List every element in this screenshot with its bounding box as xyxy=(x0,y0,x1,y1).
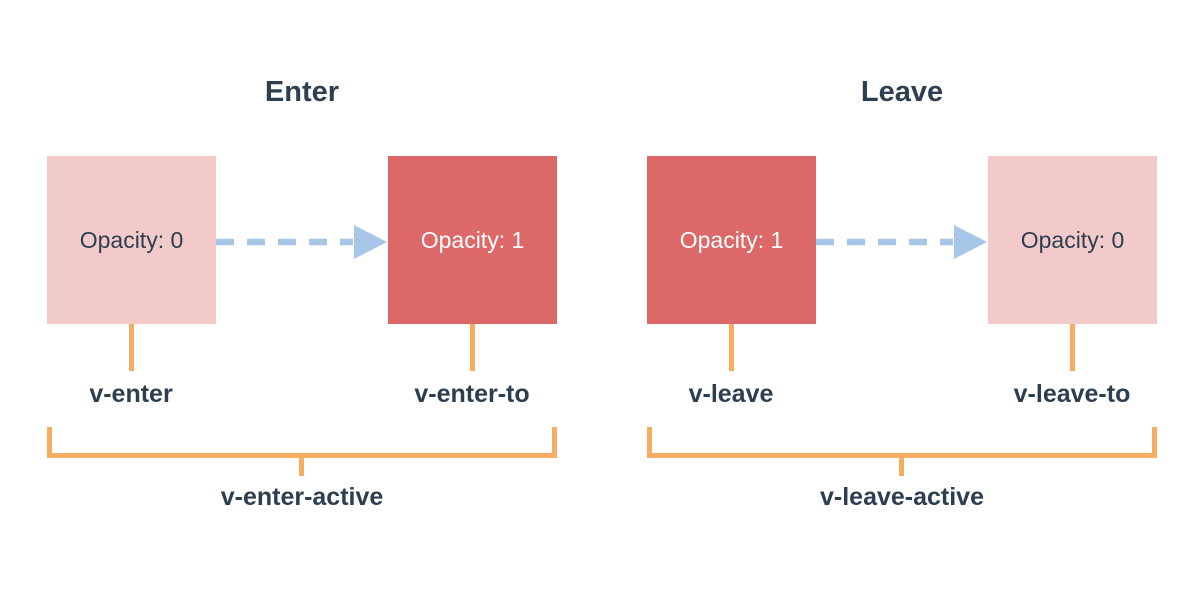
leave-end-connector-line xyxy=(1070,324,1075,371)
enter-end-opacity-label: Opacity: 1 xyxy=(420,226,525,253)
enter-start-state-box: Opacity: 0 xyxy=(47,156,216,324)
v-enter-active-class-label: v-enter-active xyxy=(220,483,384,511)
leave-phase-title: Leave xyxy=(860,76,944,108)
v-enter-class-label: v-enter xyxy=(89,380,173,408)
leave-start-state-box: Opacity: 1 xyxy=(647,156,816,324)
leave-end-opacity-label: Opacity: 0 xyxy=(1020,226,1125,253)
leave-end-state-box: Opacity: 0 xyxy=(988,156,1157,324)
enter-phase-title: Enter xyxy=(264,76,340,108)
enter-end-state-box: Opacity: 1 xyxy=(388,156,557,324)
v-leave-class-label: v-leave xyxy=(688,380,774,408)
enter-start-opacity-label: Opacity: 0 xyxy=(79,226,184,253)
leave-active-bracket-tick xyxy=(899,453,904,476)
dashed-right-arrow-icon xyxy=(816,225,987,259)
v-leave-active-class-label: v-leave-active xyxy=(819,483,985,511)
leave-phase-panel: Leave Opacity: 1 Opacity: 0 v-leave v-le… xyxy=(600,0,1200,600)
enter-phase-panel: Enter Opacity: 0 Opacity: 1 v-enter v-en… xyxy=(47,76,557,511)
dashed-right-arrow-icon xyxy=(216,225,387,259)
leave-start-connector-line xyxy=(729,324,734,371)
leave-active-bracket-right-end xyxy=(1152,427,1157,458)
leave-start-opacity-label: Opacity: 1 xyxy=(679,226,784,253)
enter-end-connector-line xyxy=(470,324,475,371)
enter-active-bracket-tick xyxy=(299,453,304,476)
v-enter-to-class-label: v-enter-to xyxy=(414,380,530,408)
leave-active-bracket-left-end xyxy=(647,427,652,458)
enter-start-connector-line xyxy=(129,324,134,371)
enter-active-bracket-right-end xyxy=(552,427,557,458)
v-leave-to-class-label: v-leave-to xyxy=(1013,380,1131,408)
enter-active-bracket-left-end xyxy=(47,427,52,458)
